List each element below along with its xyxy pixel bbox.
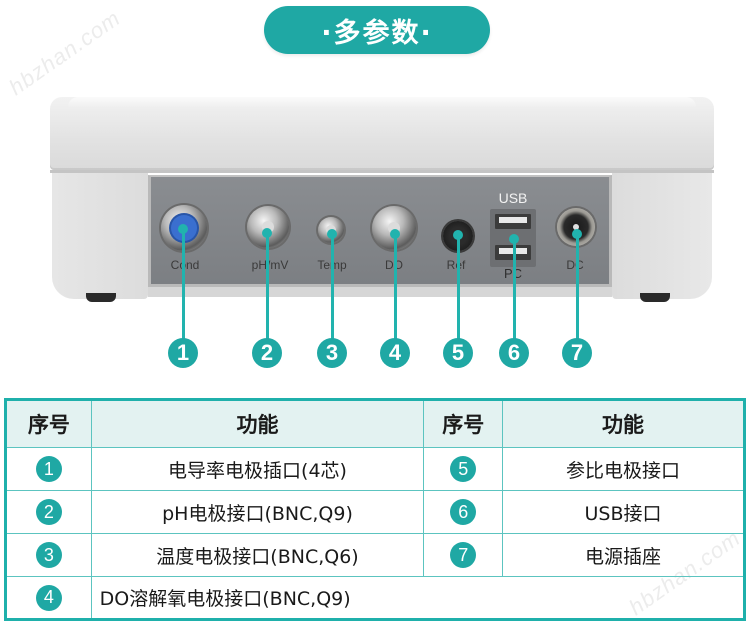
- number-cell: 4: [5, 576, 92, 620]
- number-cell: 2: [5, 490, 92, 534]
- usb-title: USB: [498, 190, 528, 206]
- port-label-ref: Ref: [446, 258, 466, 272]
- number-badge: 6: [450, 499, 477, 525]
- function-cell: USB接口: [502, 490, 745, 534]
- function-cell: 温度电极接口(BNC,Q6): [90, 533, 425, 577]
- callout-badge-3: 3: [317, 338, 347, 368]
- function-cell: 电导率电极插口(4芯): [90, 447, 425, 491]
- device-body-left: [52, 173, 148, 299]
- function-cell: 电源插座: [502, 533, 745, 577]
- callout-badge-4: 4: [380, 338, 410, 368]
- device-lid: [50, 97, 714, 170]
- number-badge: 7: [450, 542, 477, 568]
- page-title: ·多参数·: [264, 6, 490, 54]
- leader-line-7: [576, 234, 579, 339]
- table-row: 4 DO溶解氧电极接口(BNC,Q9): [5, 576, 746, 620]
- device-foot-left: [86, 293, 116, 302]
- callout-badge-7: 7: [562, 338, 592, 368]
- port-label-dc: DC: [566, 258, 584, 272]
- leader-dot-7: [572, 229, 582, 239]
- device-lid-top: [68, 97, 696, 107]
- number-badge: 3: [35, 542, 62, 568]
- table-row: 3 温度电极接口(BNC,Q6) 7 电源插座: [5, 533, 745, 577]
- leader-line-5: [457, 235, 460, 339]
- number-cell: 7: [423, 533, 504, 577]
- device-seam: [50, 170, 714, 173]
- dc-connector-pin: [573, 224, 579, 230]
- number-cell: 5: [423, 447, 504, 491]
- header-number: 序号: [5, 399, 92, 448]
- callout-badge-2: 2: [252, 338, 282, 368]
- function-cell: DO溶解氧电极接口(BNC,Q9): [90, 576, 746, 620]
- function-table: 序号 功能 序号 功能 1 电导率电极插口(4芯) 5 参比电极接口 2 pH电…: [4, 398, 746, 621]
- number-badge: 2: [35, 499, 62, 525]
- leader-line-6: [513, 239, 516, 339]
- number-badge: 5: [450, 456, 477, 482]
- number-badge: 4: [35, 584, 62, 611]
- panel-bottom: [148, 287, 612, 297]
- callout-badge-5: 5: [443, 338, 473, 368]
- usb-port-top: [495, 214, 531, 229]
- leader-line-3: [331, 234, 334, 339]
- header-number: 序号: [423, 399, 504, 448]
- port-label-ph: pH/mV: [251, 258, 289, 272]
- leader-line-1: [182, 229, 185, 339]
- number-badge: 1: [35, 456, 62, 482]
- leader-dot-5: [453, 230, 463, 240]
- device-illustration: USB Cond pH/mV Temp DO Ref PC DC: [50, 97, 714, 339]
- callout-badge-6: 6: [499, 338, 529, 368]
- function-cell: 参比电极接口: [502, 447, 745, 491]
- table-row: 2 pH电极接口(BNC,Q9) 6 USB接口: [5, 490, 745, 534]
- leader-dot-6: [509, 234, 519, 244]
- leader-dot-1: [178, 224, 188, 234]
- leader-dot-4: [390, 229, 400, 239]
- leader-line-2: [266, 233, 269, 339]
- number-cell: 1: [5, 447, 92, 491]
- leader-dot-3: [327, 229, 337, 239]
- function-cell: pH电极接口(BNC,Q9): [90, 490, 425, 534]
- number-cell: 6: [423, 490, 504, 534]
- leader-dot-2: [262, 228, 272, 238]
- port-label-cond: Cond: [170, 258, 200, 272]
- callout-badge-1: 1: [168, 338, 198, 368]
- table-header-row: 序号 功能 序号 功能: [5, 399, 745, 448]
- device-foot-right: [640, 293, 670, 302]
- header-function: 功能: [502, 399, 745, 448]
- number-cell: 3: [5, 533, 92, 577]
- device-body-right: [612, 173, 712, 299]
- header-function: 功能: [90, 399, 425, 448]
- leader-line-4: [394, 234, 397, 339]
- table-row: 1 电导率电极插口(4芯) 5 参比电极接口: [5, 447, 745, 491]
